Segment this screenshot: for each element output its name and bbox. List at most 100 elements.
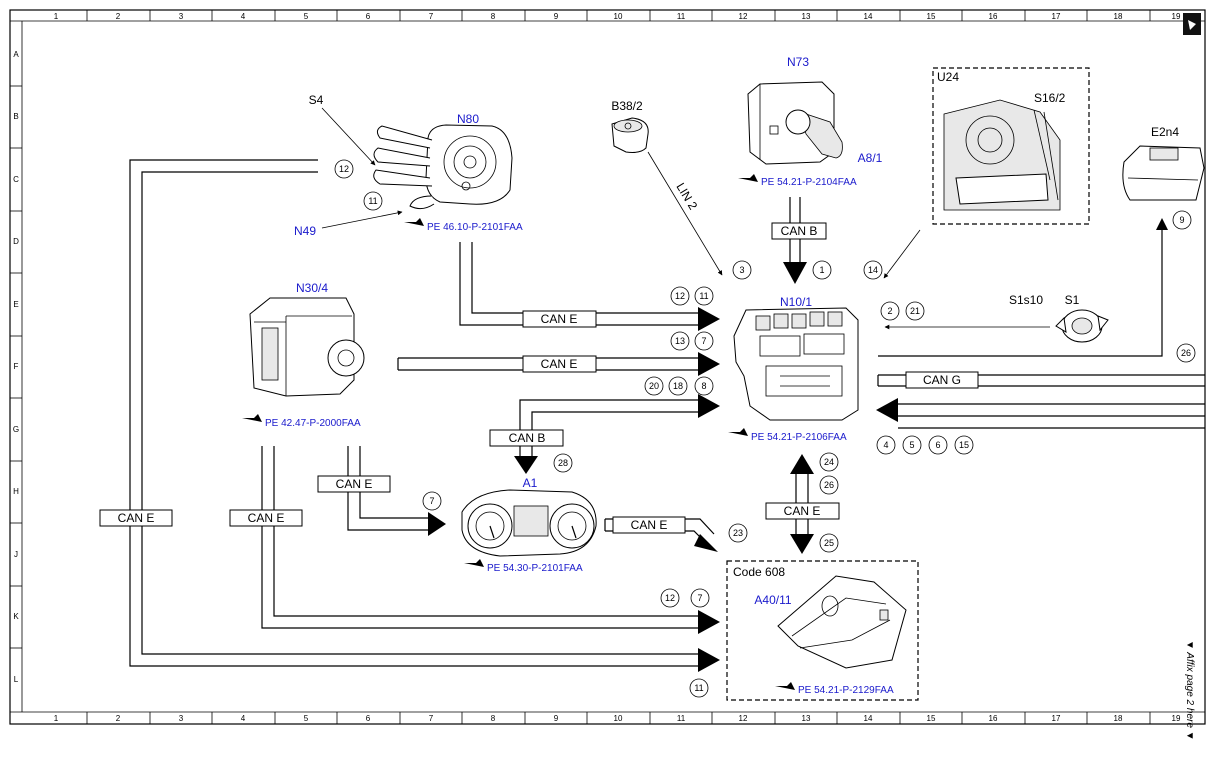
- arrowheads: [428, 218, 1168, 672]
- esp-control-unit-n30-4: [249, 297, 365, 397]
- svg-text:7: 7: [701, 336, 706, 346]
- ref-a1: PE 54.30-P-2101FAA: [464, 559, 583, 574]
- rain-light-sensor-b38-2: [611, 117, 649, 153]
- marker: 25: [819, 533, 839, 553]
- marker: 7: [690, 588, 710, 608]
- svg-text:21: 21: [910, 306, 920, 316]
- marker: 12: [660, 588, 680, 608]
- label-e2n4: E2n4: [1151, 125, 1179, 139]
- bus-lines: [129, 107, 1205, 667]
- grid-col-label: 18: [1114, 714, 1123, 723]
- bus-label-can-e: CAN E: [336, 477, 373, 491]
- grid-col-label: 14: [864, 12, 873, 21]
- arrow-g-20: [698, 394, 720, 418]
- label-n49: N49: [294, 224, 316, 238]
- label-a8-1: A8/1: [858, 151, 883, 165]
- grid-columns-top: 1 2 3 4 5 6 7 8 9 10 11 12 13 14 15 16 1…: [54, 12, 1181, 21]
- grid-col-label: 4: [241, 12, 246, 21]
- grid-col-label: 13: [802, 714, 811, 723]
- grid-row-label: G: [13, 425, 19, 434]
- svg-text:26: 26: [824, 480, 834, 490]
- label-u24: U24: [937, 70, 959, 84]
- svg-text:26: 26: [1181, 348, 1191, 358]
- arrow-code608: [694, 534, 718, 552]
- grid-col-label: 1: [54, 12, 59, 21]
- grid-col-label: 9: [554, 12, 559, 21]
- svg-text:11: 11: [699, 291, 708, 301]
- pointing-hand-icon: [242, 414, 262, 422]
- bus-label-can-e: CAN E: [248, 511, 285, 525]
- arrow-left-bundle: [876, 398, 898, 422]
- label-a40-11: A40/11: [754, 593, 791, 607]
- arrow-e-12: [698, 307, 720, 331]
- grid-row-label: E: [13, 300, 18, 309]
- grid-col-label: 9: [554, 714, 559, 723]
- marker: 26: [1176, 343, 1196, 363]
- grid-col-label: 11: [677, 12, 686, 21]
- bus-label-can-g: CAN G: [923, 373, 961, 387]
- ref-text-n10-1: PE 54.21-P-2106FAA: [751, 432, 847, 443]
- bus-label-can-b: CAN B: [781, 224, 818, 238]
- grid-row-label: D: [13, 237, 19, 246]
- grid-col-label: 14: [864, 714, 873, 723]
- svg-text:25: 25: [824, 538, 834, 548]
- marker: 18: [668, 376, 688, 396]
- label-n30-4: N30/4: [296, 281, 328, 295]
- svg-text:7: 7: [697, 593, 702, 603]
- svg-text:20: 20: [649, 381, 659, 391]
- label-s1s10: S1s10: [1009, 293, 1043, 307]
- marker: 28: [553, 453, 573, 473]
- grid-col-label: 4: [241, 714, 246, 723]
- ref-n73: PE 54.21-P-2104FAA: [738, 174, 857, 188]
- grid-row-label: C: [13, 175, 19, 184]
- svg-text:13: 13: [675, 336, 685, 346]
- svg-text:14: 14: [868, 265, 878, 275]
- grid-col-label: 10: [614, 12, 623, 21]
- grid-col-label: 12: [739, 12, 748, 21]
- svg-text:2: 2: [887, 306, 892, 316]
- pointing-hand-icon: [738, 174, 758, 182]
- bus-label-can-e: CAN E: [631, 518, 668, 532]
- grid-col-label: 8: [491, 12, 496, 21]
- ref-n10-1: PE 54.21-P-2106FAA: [728, 428, 847, 443]
- headlamp-module-e2n4: [1122, 145, 1205, 201]
- svg-text:1: 1: [819, 265, 824, 275]
- svg-text:6: 6: [935, 440, 940, 450]
- svg-text:3: 3: [739, 265, 744, 275]
- marker: 15: [954, 435, 974, 455]
- grid-col-label: 17: [1052, 12, 1061, 21]
- grid-ticks: [10, 10, 1151, 724]
- marker: 26: [819, 475, 839, 495]
- grid-col-label: 3: [179, 12, 184, 21]
- grid-row-label: H: [13, 487, 19, 496]
- marker: 7: [422, 491, 442, 511]
- svg-text:23: 23: [733, 528, 743, 538]
- marker: 20: [644, 376, 664, 396]
- grid-col-label: 2: [116, 714, 121, 723]
- u24-box: [932, 67, 1090, 225]
- marker: 11: [694, 286, 714, 306]
- marker: 2: [880, 301, 900, 321]
- arrow-to-a1: [514, 456, 538, 474]
- marker: 23: [728, 523, 748, 543]
- label-a1: A1: [523, 476, 538, 490]
- marker: 1: [812, 260, 832, 280]
- svg-text:24: 24: [824, 457, 834, 467]
- marker: 12: [670, 286, 690, 306]
- pointing-hand-icon: [775, 682, 795, 690]
- arrow-k-12: [698, 610, 720, 634]
- grid-row-label: K: [13, 612, 19, 621]
- code-608-box: [726, 560, 919, 701]
- reference-texts: PE 46.10-P-2101FAA PE 54.21-P-2104FAA PE…: [242, 174, 894, 696]
- component-labels: N80 S4 N49 B38/2 N73 A8/1 U24 S16/2 E2n4…: [294, 55, 1179, 607]
- marker: 4: [876, 435, 896, 455]
- svg-text:11: 11: [368, 196, 377, 206]
- instrument-cluster-a1: [461, 489, 597, 557]
- ref-text-n30-4: PE 42.47-P-2000FAA: [265, 418, 361, 429]
- grid-col-label: 6: [366, 714, 371, 723]
- ref-text-n73: PE 54.21-P-2104FAA: [761, 177, 857, 188]
- grid-rows: A B C D E F G H J K L: [13, 50, 19, 684]
- arrow-down-a40: [790, 534, 814, 554]
- label-s1: S1: [1065, 293, 1080, 307]
